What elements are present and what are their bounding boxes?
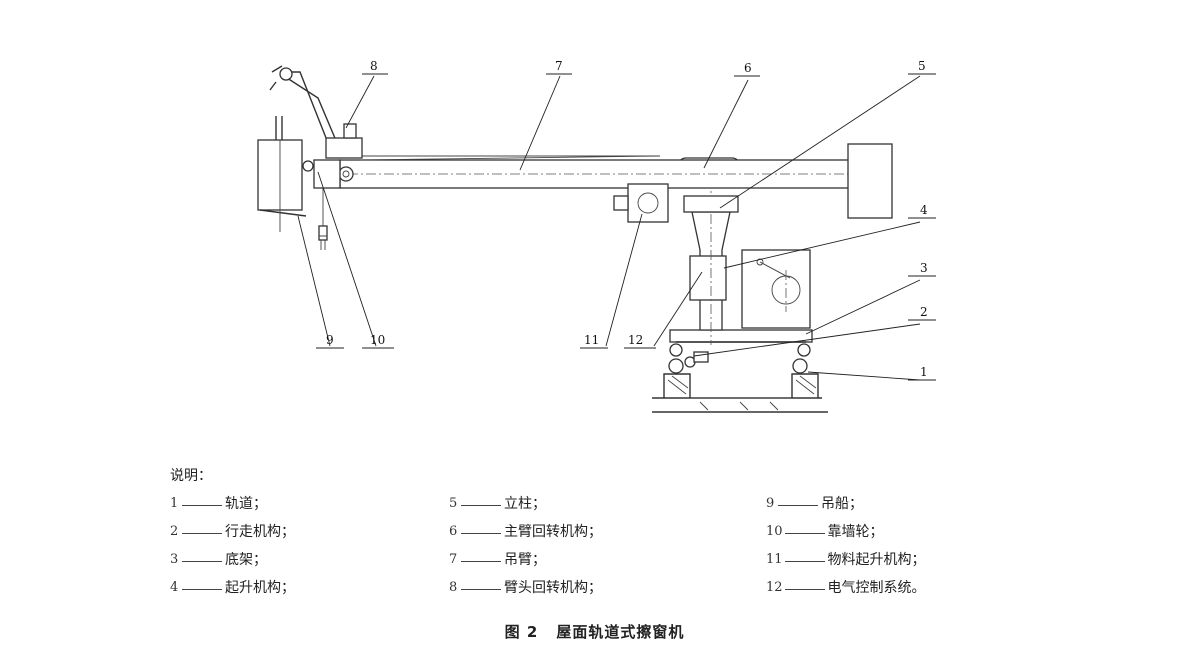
boom [330,143,893,219]
callout-8: 8 [370,59,378,73]
callout-4: 4 [920,203,928,217]
callout-5: 5 [918,59,926,73]
figure-title: 屋面轨道式擦窗机 [556,623,685,641]
callout-10: 10 [370,333,385,347]
rail-foundation [652,373,828,413]
machine-drawing: 1 2 3 4 5 6 7 8 9 10 11 12 [257,59,936,413]
legend-title: 说明： [170,468,212,484]
gondola [257,116,328,250]
travel-wheels [668,343,811,374]
callout-11: 11 [584,333,599,347]
boom-head [269,65,363,189]
callout-1: 1 [920,365,928,379]
callout-7: 7 [555,59,563,73]
leader-lines [297,73,936,381]
callout-3: 3 [920,261,928,275]
chassis [669,329,813,343]
figure-number: 图 2 [504,623,539,641]
callout-6: 6 [744,61,752,75]
column [683,160,739,345]
callout-2: 2 [920,305,928,319]
figure-caption: 图 2 屋面轨道式擦窗机 [0,621,1189,642]
callout-numbers: 1 2 3 4 5 6 7 8 9 10 11 12 [326,59,928,379]
callout-12: 12 [628,333,643,347]
material-hoist [613,183,669,223]
hoist-box [741,249,811,329]
callout-9: 9 [326,333,334,347]
